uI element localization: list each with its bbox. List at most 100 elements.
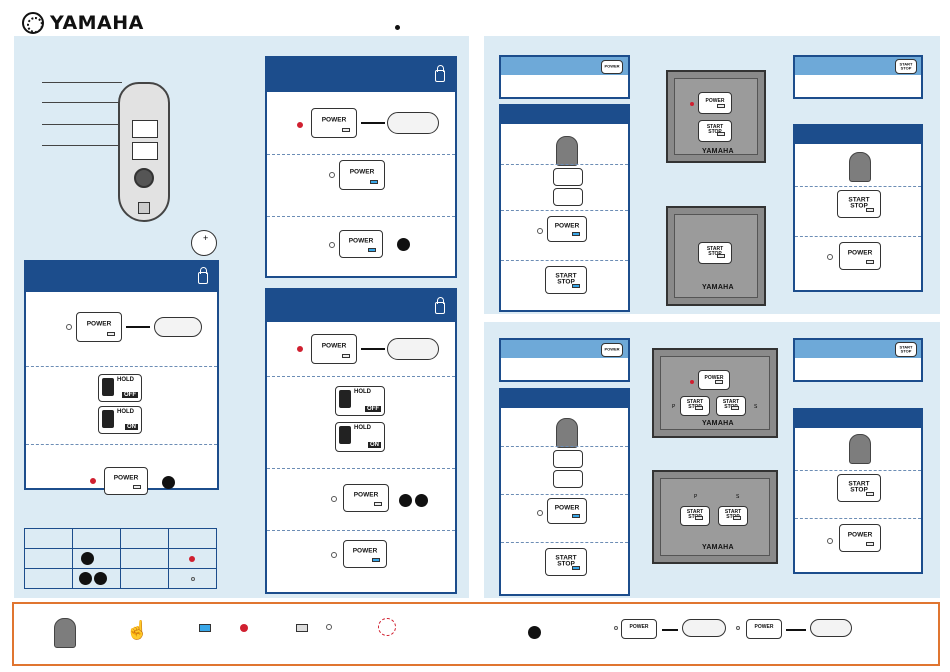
- power-button[interactable]: POWER: [104, 467, 148, 495]
- hold-button[interactable]: [553, 168, 583, 186]
- indicator-led: [329, 172, 335, 178]
- red-led: [297, 122, 303, 128]
- unlock-card-1: POWER POWER POWER: [265, 56, 457, 278]
- power-button[interactable]: POWER: [339, 160, 385, 190]
- hold-button[interactable]: [553, 188, 583, 206]
- power-button[interactable]: POWER: [76, 312, 122, 342]
- kill-switch-icon: [556, 418, 578, 448]
- power-button[interactable]: POWER: [839, 524, 881, 552]
- keypad-brand: YAMAHA: [702, 284, 734, 291]
- divider: [501, 446, 628, 447]
- keypad-brand: YAMAHA: [702, 544, 734, 551]
- remote-lock-button: [132, 120, 158, 138]
- divider: [795, 236, 921, 237]
- yamaha-logo-icon: [22, 12, 44, 34]
- remote-ring: [138, 202, 150, 214]
- divider: [501, 210, 628, 211]
- hand-pointer-icon: ☝: [126, 620, 149, 640]
- legend-box: ☝ POWER POWER: [12, 602, 940, 666]
- power-button[interactable]: POWER: [343, 540, 387, 568]
- power-button[interactable]: POWER: [839, 242, 881, 270]
- card-header: [501, 57, 628, 75]
- power-button[interactable]: POWER: [621, 619, 657, 639]
- twin-engine-power-card: POWER: [499, 338, 630, 382]
- lock-icon: [435, 297, 445, 314]
- card-header: [26, 262, 217, 292]
- indicator-led: [331, 552, 337, 558]
- power-button[interactable]: POWER: [339, 230, 383, 258]
- page-marker-dot: [395, 25, 400, 30]
- hold-button[interactable]: [553, 450, 583, 468]
- power-button[interactable]: POWER: [547, 216, 587, 242]
- divider: [795, 518, 921, 519]
- indicator-led: [827, 538, 833, 544]
- power-button[interactable]: POWER: [311, 334, 357, 364]
- power-button[interactable]: POWER: [698, 370, 730, 390]
- divider: [267, 216, 455, 217]
- power-button[interactable]: POWER: [601, 60, 623, 74]
- card-header: [501, 340, 628, 358]
- remote-fob-icon: [118, 82, 170, 222]
- black-dot: [528, 626, 541, 639]
- red-led: [690, 102, 694, 106]
- indicator-led: [827, 254, 833, 260]
- remote-fob-icon: [387, 112, 439, 134]
- divider: [267, 468, 455, 469]
- hold-button[interactable]: [553, 470, 583, 488]
- card-header: [795, 57, 921, 75]
- power-button[interactable]: POWER: [698, 92, 732, 114]
- card-header: [795, 410, 921, 428]
- led-off-icon: [296, 624, 308, 632]
- divider: [26, 366, 217, 367]
- card-header: [501, 106, 628, 124]
- indicator-led: [614, 626, 618, 630]
- keypad-brand: YAMAHA: [702, 148, 734, 155]
- power-button[interactable]: POWER: [311, 108, 357, 138]
- power-button[interactable]: POWER: [746, 619, 782, 639]
- callout-line: [42, 124, 127, 125]
- power-button[interactable]: POWER: [601, 343, 623, 357]
- flashing-icon: [378, 618, 396, 636]
- power-button[interactable]: POWER: [547, 498, 587, 524]
- remote-fob-icon: [387, 338, 439, 360]
- divider: [267, 154, 455, 155]
- card-header: [267, 290, 455, 322]
- red-led-icon: [240, 624, 248, 632]
- lock-icon: [198, 267, 208, 284]
- divider: [267, 530, 455, 531]
- power-button[interactable]: POWER: [343, 484, 389, 512]
- double-arrow-icon: [361, 348, 385, 350]
- kill-switch-icon: [849, 152, 871, 182]
- card-header: [267, 58, 455, 92]
- black-dot: [397, 238, 410, 251]
- yamaha-logo: YAMAHA: [22, 12, 144, 34]
- port-label: P: [694, 494, 698, 500]
- keypad-brand: YAMAHA: [702, 420, 734, 427]
- divider: [267, 376, 455, 377]
- double-arrow-icon: [662, 629, 678, 631]
- card-header: [795, 340, 921, 358]
- red-led: [297, 346, 303, 352]
- single-engine-power-card: POWER: [499, 55, 630, 99]
